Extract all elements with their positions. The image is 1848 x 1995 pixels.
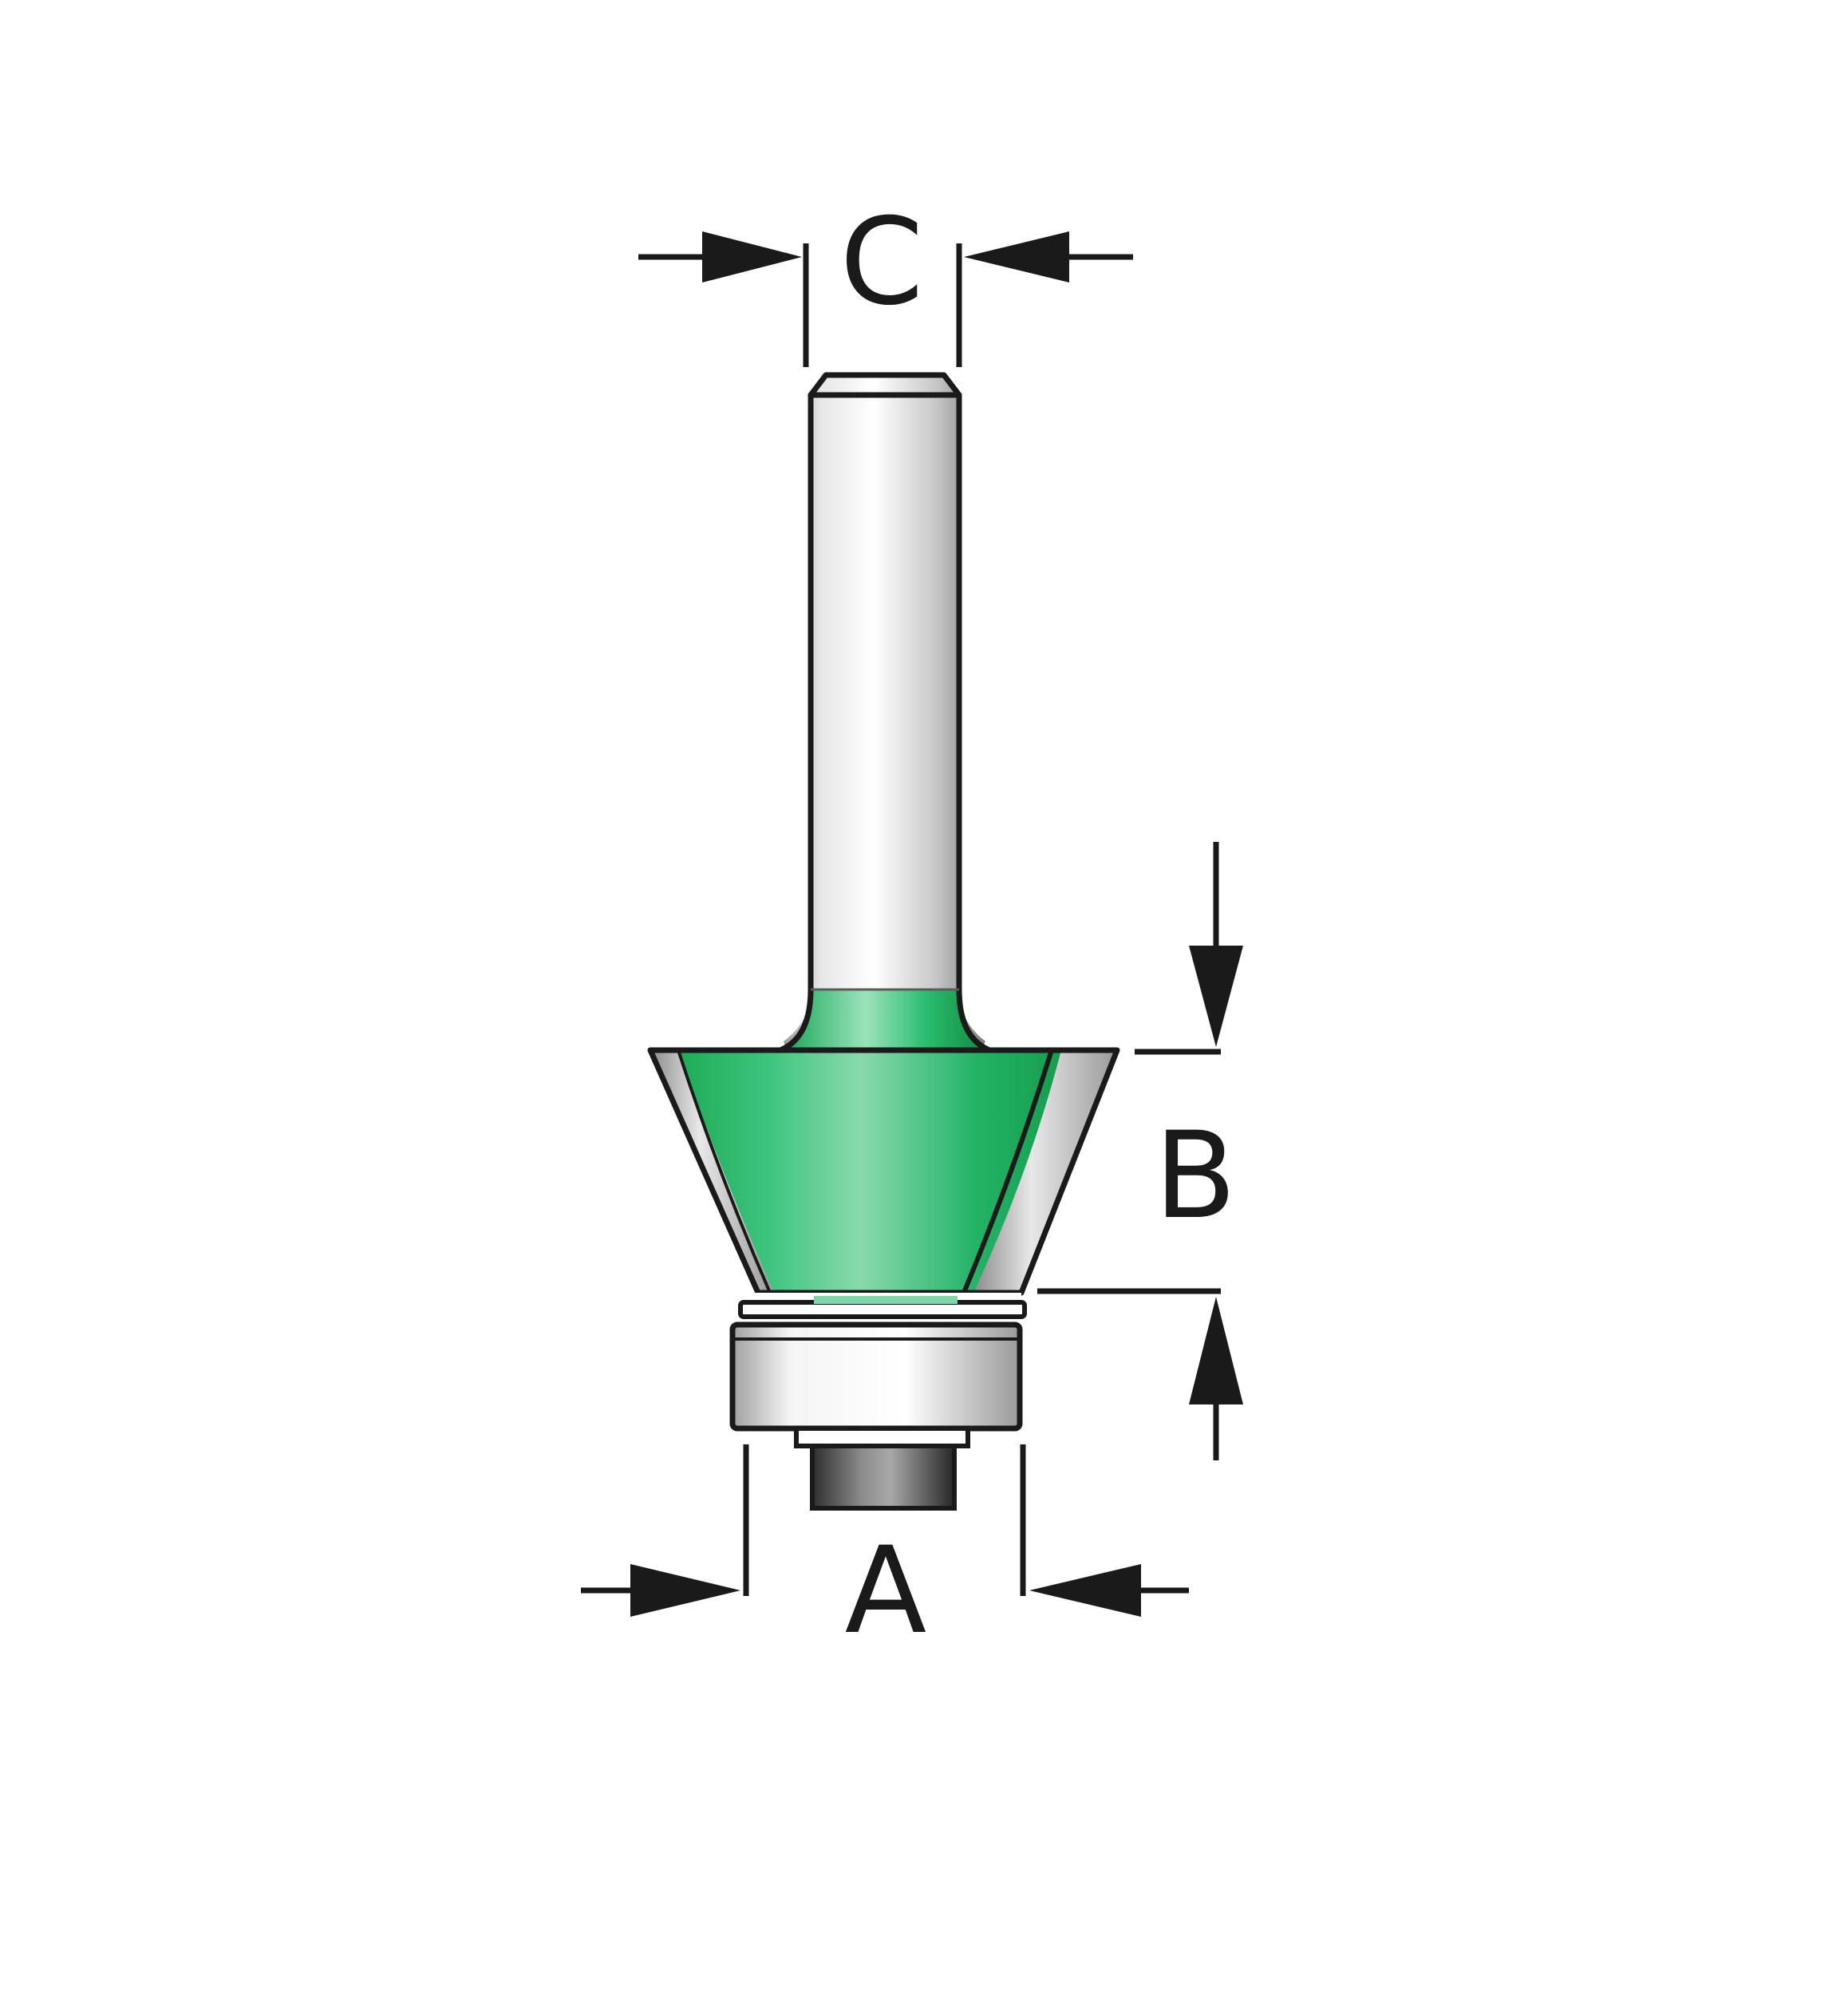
dimension-a: A (581, 1444, 1189, 1661)
cutter-head (647, 1047, 1120, 1296)
dimension-c: C (638, 193, 1133, 367)
shank (777, 372, 993, 1053)
bearing-screw (794, 1426, 970, 1511)
dimension-b-label: B (1155, 1107, 1237, 1246)
bearing (729, 1321, 1023, 1432)
dimension-c-label: C (840, 193, 924, 332)
washer (738, 1293, 1027, 1319)
dimension-a-label: A (845, 1522, 927, 1661)
dimension-b: B (1037, 842, 1243, 1460)
